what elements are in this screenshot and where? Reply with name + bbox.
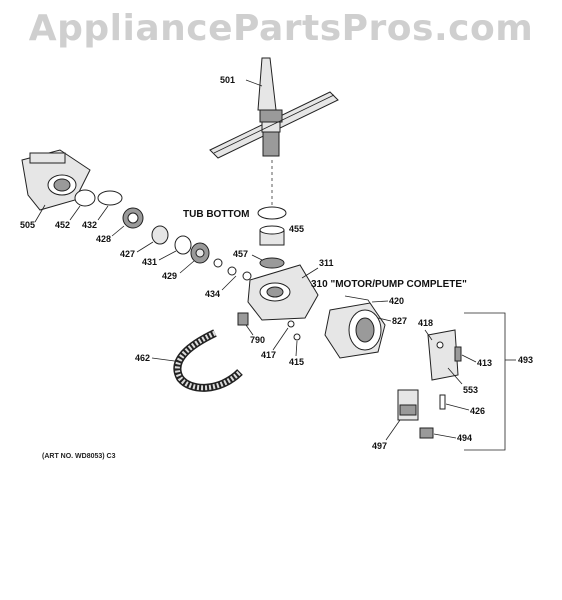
leader-497 xyxy=(385,419,401,441)
label-420: 420 xyxy=(389,296,404,306)
label-494: 494 xyxy=(457,433,472,443)
tub-bottom-ring xyxy=(257,206,287,220)
label-827: 827 xyxy=(392,316,407,326)
leader-431 xyxy=(158,250,177,261)
screw-415 xyxy=(293,333,301,341)
clamp-452 xyxy=(74,189,96,207)
label-790: 790 xyxy=(250,335,265,345)
leader-311 xyxy=(301,267,319,279)
bracket-493 xyxy=(464,312,506,451)
label-413: 413 xyxy=(477,358,492,368)
label-553: 553 xyxy=(463,385,478,395)
label-462: 462 xyxy=(135,353,150,363)
leader-427 xyxy=(136,241,154,253)
switch-497 xyxy=(397,389,419,421)
label-426: 426 xyxy=(470,406,485,416)
label-415: 415 xyxy=(289,357,304,367)
label-455: 455 xyxy=(289,224,304,234)
label-tub-bottom: TUB BOTTOM xyxy=(183,209,249,220)
label-431: 431 xyxy=(142,257,157,267)
screw-417 xyxy=(287,320,295,328)
watermark-logo: AppliancePartsPros.com xyxy=(28,8,534,49)
leader-553 xyxy=(447,367,463,385)
leader-417 xyxy=(272,327,289,351)
seal-457 xyxy=(259,257,285,269)
leader-434 xyxy=(221,275,237,291)
leader-432 xyxy=(97,205,109,221)
sump-housing-505 xyxy=(21,149,91,211)
label-418: 418 xyxy=(418,318,433,328)
leader-426 xyxy=(445,403,470,411)
label-432: 432 xyxy=(82,220,97,230)
seal-455 xyxy=(259,225,285,246)
seal-431 xyxy=(174,235,192,255)
leader-428 xyxy=(111,225,125,237)
art-number: (ART NO. WD8053) C3 xyxy=(42,453,116,460)
hose-462-outline xyxy=(173,329,243,392)
label-motor-pump-complete: 310 "MOTOR/PUMP COMPLETE" xyxy=(311,279,467,290)
label-434: 434 xyxy=(205,289,220,299)
label-311: 311 xyxy=(319,258,334,268)
leader-505 xyxy=(34,204,46,223)
leader-827 xyxy=(377,317,392,322)
label-427: 427 xyxy=(120,249,135,259)
pin-426 xyxy=(439,394,446,410)
valve-790 xyxy=(237,312,249,326)
label-429: 429 xyxy=(162,271,177,281)
leader-501 xyxy=(245,79,263,87)
label-457: 457 xyxy=(233,249,248,259)
label-417: 417 xyxy=(261,350,276,360)
label-428: 428 xyxy=(96,234,111,244)
label-452: 452 xyxy=(55,220,70,230)
motor-827 xyxy=(324,302,386,359)
leader-462 xyxy=(151,357,183,363)
spring-413 xyxy=(454,346,462,362)
bracket-418 xyxy=(427,329,459,381)
leader-452 xyxy=(69,205,81,221)
coupling-428 xyxy=(122,207,144,229)
leader-415 xyxy=(295,340,298,357)
pump-housing-311 xyxy=(247,264,319,321)
leader-494 xyxy=(433,433,457,439)
leader-420 xyxy=(371,300,389,303)
clamp-432 xyxy=(97,190,123,206)
leader-457 xyxy=(251,254,263,261)
part-494 xyxy=(419,427,434,439)
label-505: 505 xyxy=(20,220,35,230)
label-497: 497 xyxy=(372,441,387,451)
impeller-429 xyxy=(190,242,210,264)
leader-790 xyxy=(245,324,254,336)
seal-427 xyxy=(151,225,169,245)
screws-434 xyxy=(213,258,252,281)
label-501: 501 xyxy=(220,75,235,85)
leader-418 xyxy=(424,329,433,341)
spray-arm-501 xyxy=(209,57,339,159)
leader-429 xyxy=(179,260,195,274)
leader-413 xyxy=(461,354,477,363)
label-493: 493 xyxy=(518,355,533,365)
